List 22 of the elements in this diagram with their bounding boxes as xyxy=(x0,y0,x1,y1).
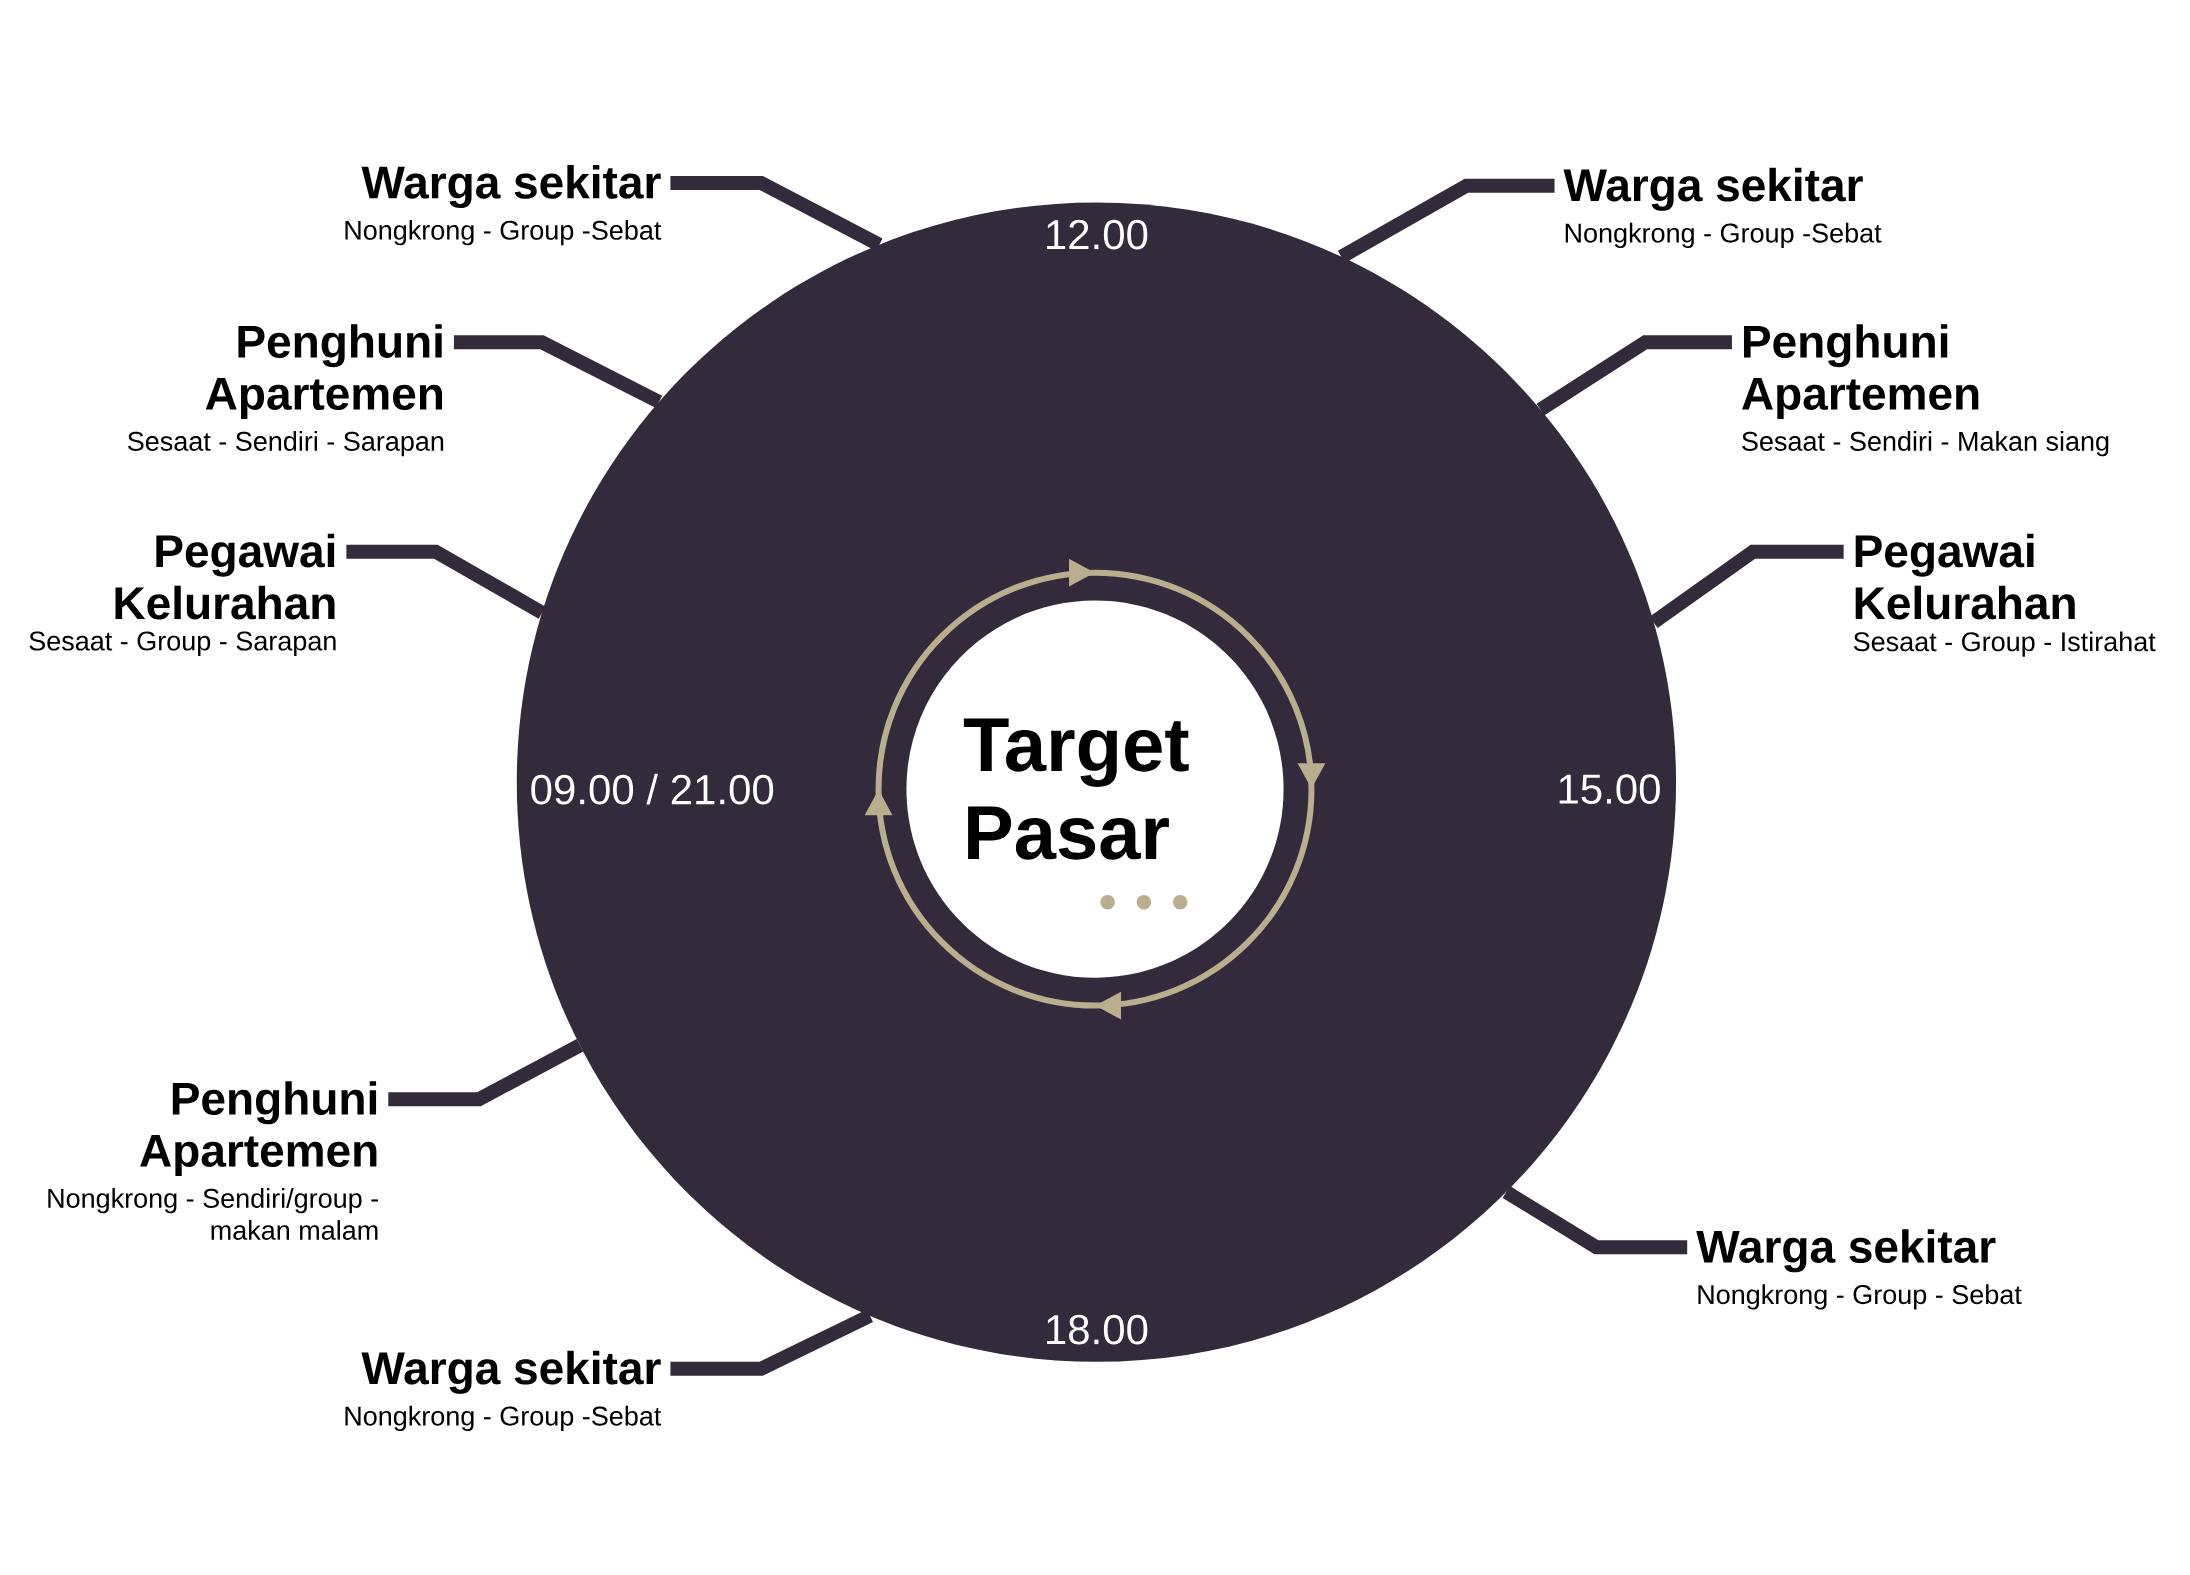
callout-text: Warga sekitar Nongkrong - Group -Sebat xyxy=(345,164,662,246)
callout-text: Penghuni Apartemen Nongkrong - Sendiri/group - makan malam xyxy=(48,1081,378,1240)
leader-line xyxy=(1536,335,1732,416)
callout-text: Pegawai Kelurahan Sesaat - Group - Sarapan xyxy=(29,533,336,656)
leader-line xyxy=(1337,178,1555,263)
leader-line xyxy=(1502,1186,1688,1255)
callout-text: Penghuni Apartemen Sesaat - Sendiri - Makan siang xyxy=(1742,324,2109,457)
callout-text: Pegawai Kelurahan Sesaat - Group - Istirahat xyxy=(1853,533,2156,657)
time-label: 18.00 xyxy=(1047,1314,1148,1345)
callout-text: Warga sekitar Nongkrong - Group -Sebat xyxy=(345,1350,662,1432)
leader-line xyxy=(1649,544,1844,629)
leader-line xyxy=(453,335,663,409)
callout-text: Warga sekitar Nongkrong - Group -Sebat xyxy=(1563,167,1882,249)
callout-text: Penghuni Apartemen Sesaat - Sendiri - Sarapan xyxy=(127,324,444,457)
leader-line xyxy=(670,175,883,251)
time-label: 09.00 / 21.00 xyxy=(531,773,774,805)
time-label: 12.00 xyxy=(1047,219,1148,250)
time-label: 15.00 xyxy=(1559,774,1660,804)
callout-text: Warga sekitar Nongkrong - Group - Sebat xyxy=(1696,1229,2022,1310)
leader-line xyxy=(346,544,546,619)
leader-line xyxy=(388,1039,584,1107)
leader-line xyxy=(670,1309,874,1376)
